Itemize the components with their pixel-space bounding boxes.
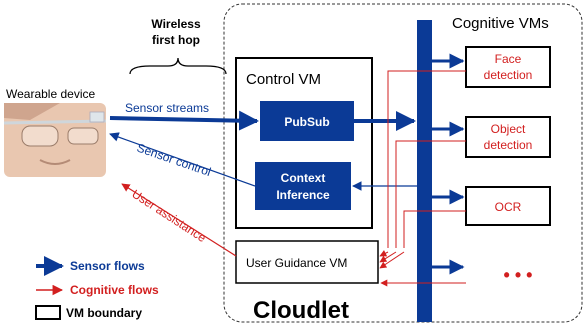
- context-inference-box: [255, 162, 351, 210]
- cognitive-to-guidance-arrow-3: [379, 251, 405, 269]
- user-guidance-vm-label: User Guidance VM: [246, 256, 347, 270]
- object-detection-box: [465, 116, 551, 158]
- user-assistance-label: User assistance: [129, 187, 208, 245]
- wearable-device-label: Wearable device: [6, 87, 95, 101]
- more-vms-ellipsis: • • •: [504, 265, 533, 285]
- object-cognitive-flow: [395, 140, 466, 248]
- cloudlet-boundary: [223, 3, 583, 323]
- cognitive-vms-title: Cognitive VMs: [452, 15, 549, 32]
- wireless-hop-line2: first hop: [152, 33, 200, 47]
- wearable-device-icon: [3, 103, 107, 177]
- pubsub-label: PubSub: [284, 115, 329, 129]
- cognitive-to-guidance-arrow-1: [379, 250, 389, 257]
- cloudlet-label: Cloudlet: [253, 297, 349, 324]
- legend-sensor-flow-label: Sensor flows: [70, 259, 145, 273]
- sensor-streams-label: Sensor streams: [125, 101, 209, 115]
- ocr-label: OCR: [495, 200, 522, 214]
- object-detection-line2: detection: [484, 138, 533, 152]
- legend-cognitive-flow-label: Cognitive flows: [70, 283, 159, 297]
- pubsub-box: [260, 101, 354, 141]
- control-vm-label: Control VM: [246, 71, 321, 88]
- legend-vm-boundary-label: VM boundary: [66, 306, 142, 320]
- face-detection-line1: Face: [495, 52, 522, 66]
- face-detection-box: [465, 46, 551, 88]
- sensor-bus: [417, 20, 432, 322]
- wireless-hop-line1: Wireless: [151, 17, 201, 31]
- ocr-cognitive-flow: [403, 210, 466, 248]
- object-detection-line1: Object: [491, 122, 526, 136]
- context-inference-line1: Context: [281, 171, 326, 185]
- sensor-streams-arrow: [109, 110, 259, 131]
- cognitive-to-guidance-arrow-2: [379, 251, 397, 263]
- face-cognitive-flow: [387, 70, 466, 248]
- context-inference-line2: Inference: [276, 188, 330, 202]
- cognitive-flow-lines: [387, 70, 466, 248]
- ocr-box: [465, 186, 551, 226]
- user-assistance-arrow: [121, 183, 237, 257]
- sensor-control-arrow: [109, 132, 256, 187]
- sensor-control-label: Sensor control: [135, 141, 213, 179]
- face-detection-line2: detection: [484, 68, 533, 82]
- wireless-hop-brace: [129, 57, 227, 75]
- user-guidance-vm-box: [235, 240, 379, 284]
- legend: Sensor flows Cognitive flows VM boundary: [35, 256, 159, 320]
- legend-vm-boundary-swatch: [35, 305, 61, 320]
